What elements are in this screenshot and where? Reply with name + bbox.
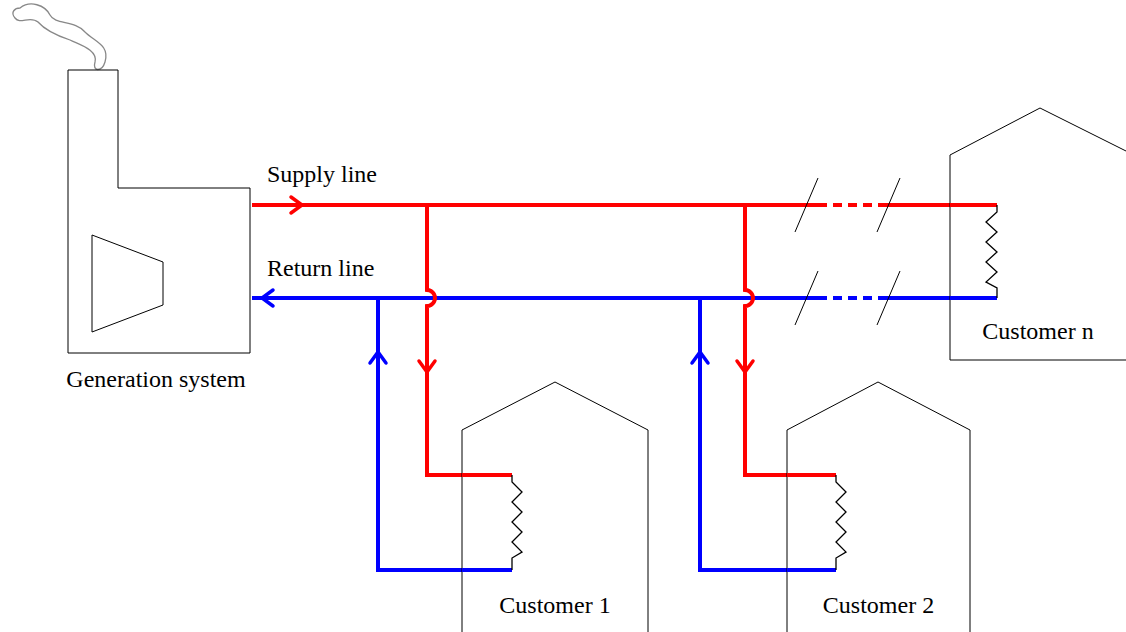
customer-house: Customer 1	[462, 382, 648, 632]
house-outline	[950, 108, 1126, 360]
break-mark	[795, 271, 818, 325]
radiator-coil	[986, 205, 997, 298]
customer-house: Customer n	[950, 108, 1126, 360]
factory-outline	[68, 70, 250, 353]
customer-house: Customer 2	[787, 382, 970, 632]
line-label-box: Return line	[267, 254, 374, 282]
break-gap	[818, 199, 878, 211]
break-gap	[818, 292, 878, 304]
radiator-coil	[836, 475, 846, 570]
pipe-connector-group	[252, 205, 787, 475]
dashed-return	[818, 296, 878, 300]
flow-arrowhead	[419, 361, 435, 372]
customer-label: Customer 1	[499, 591, 610, 619]
break-mark	[877, 178, 900, 232]
line-label-box: Supply line	[267, 160, 377, 188]
pipe-connector-group	[252, 197, 950, 213]
customer-label: Customer 2	[823, 591, 934, 619]
flow-arrowhead	[370, 352, 386, 363]
flow-arrowhead	[737, 361, 753, 372]
return-pipe	[950, 296, 997, 300]
return-pipe	[787, 568, 836, 572]
node-outline	[60, 62, 252, 393]
radiator-coil	[512, 475, 522, 570]
return-pipe	[252, 298, 462, 570]
supply-pipe	[252, 205, 462, 475]
customer-label: Customer n	[982, 317, 1093, 345]
supply-pipe	[950, 203, 997, 207]
return-pipe	[252, 298, 787, 570]
pipe-connector-group	[252, 290, 950, 306]
pipe-label: Return line	[267, 255, 374, 281]
supply-pipe	[787, 473, 836, 477]
pipe-connector-group	[252, 205, 462, 475]
return-pipe	[462, 568, 512, 572]
house-outline	[787, 382, 970, 632]
break-mark	[877, 271, 900, 325]
generation-plant: Generation system	[60, 62, 252, 393]
dashed-supply	[818, 203, 878, 207]
pipe-label: Supply line	[267, 161, 377, 187]
smoke-cloud	[13, 4, 106, 69]
turbine-symbol	[92, 235, 163, 332]
flow-arrowhead	[692, 352, 708, 363]
supply-pipe	[462, 473, 512, 477]
pipe-connector-group	[252, 298, 787, 570]
flow-arrowhead	[291, 197, 302, 213]
pipe-connector-group	[252, 298, 462, 570]
house-outline	[462, 382, 648, 632]
plant-label: Generation system	[66, 365, 245, 393]
supply-pipe	[252, 205, 787, 475]
flow-arrowhead	[262, 290, 273, 306]
break-mark	[795, 178, 818, 232]
